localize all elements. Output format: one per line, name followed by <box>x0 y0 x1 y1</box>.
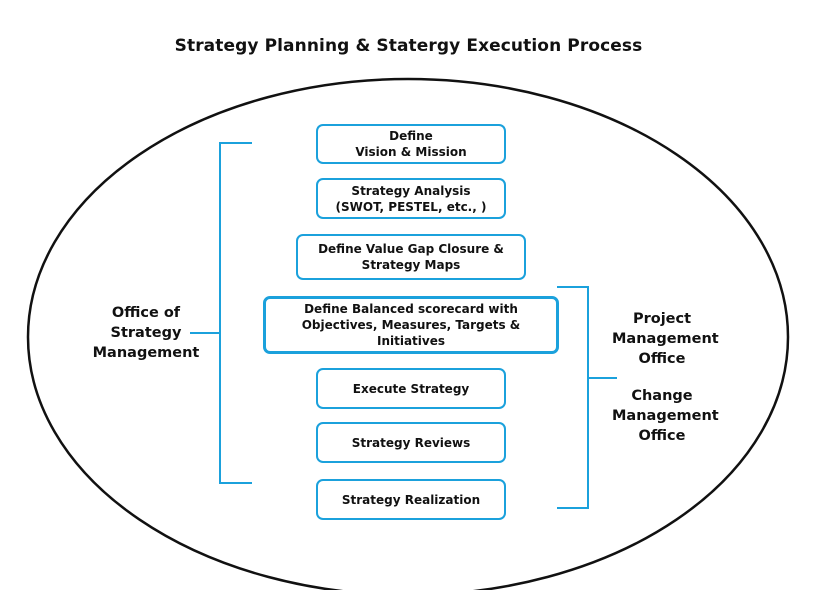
step-strategy-analysis: Strategy Analysis (SWOT, PESTEL, etc., ) <box>316 178 506 219</box>
step-balanced-scorecard: Define Balanced scorecard with Objective… <box>263 296 559 354</box>
step-strategy-realization: Strategy Realization <box>316 479 506 520</box>
step-define-vision-mission: Define Vision & Mission <box>316 124 506 164</box>
step-strategy-reviews: Strategy Reviews <box>316 422 506 463</box>
right-bracket <box>557 286 589 509</box>
step-execute-strategy: Execute Strategy <box>316 368 506 409</box>
step-value-gap-closure: Define Value Gap Closure & Strategy Maps <box>296 234 526 280</box>
left-bracket <box>219 142 252 484</box>
diagram-title: Strategy Planning & Statergy Execution P… <box>174 36 643 56</box>
change-management-office-label: Change Management Office <box>612 388 719 444</box>
office-of-strategy-management-label: Office of Strategy Management <box>92 305 200 361</box>
project-management-office-label: Project Management Office <box>612 311 719 367</box>
boundary-ellipse <box>26 77 790 590</box>
